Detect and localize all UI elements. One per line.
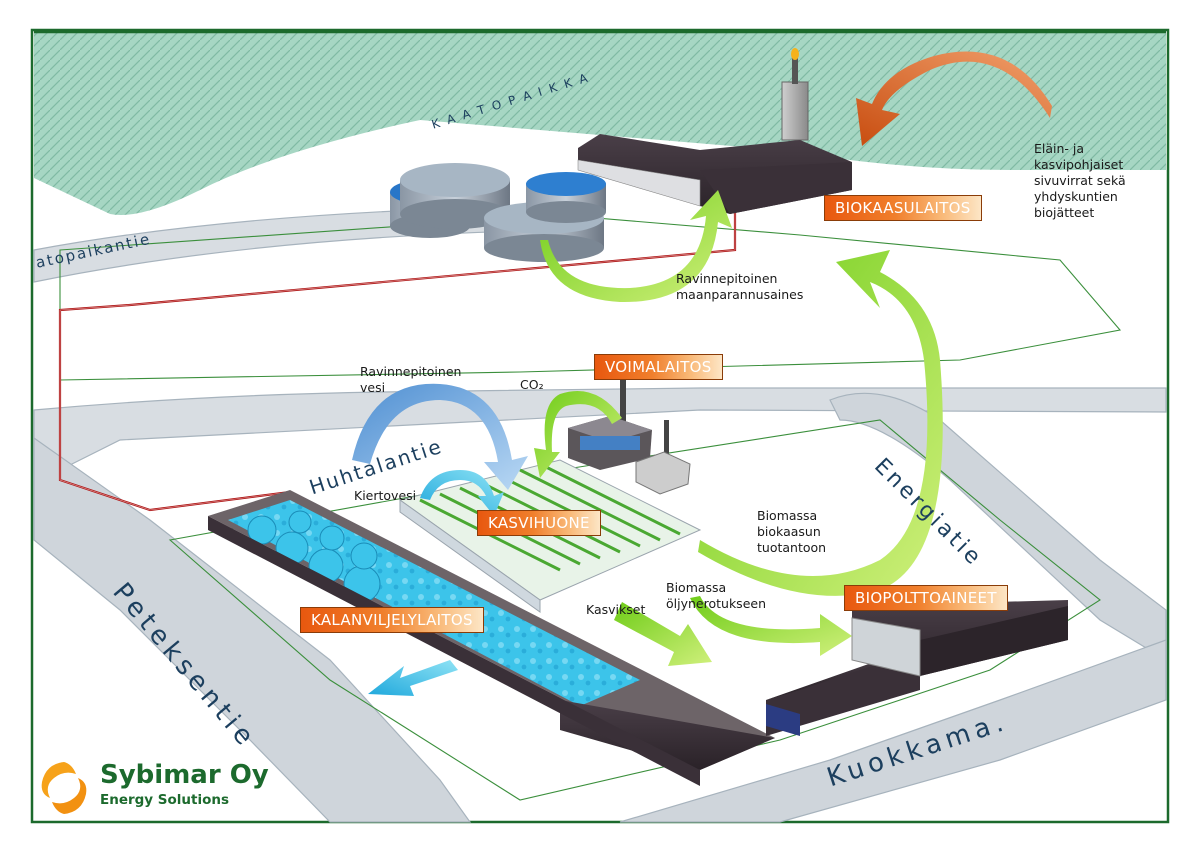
oil-biomass-arrow	[690, 596, 852, 656]
label-biokaasulaitos: BIOKAASULAITOS	[824, 195, 982, 221]
logo-swirl-icon	[41, 762, 87, 814]
biofuel-building	[766, 600, 1068, 736]
label-voimalaitos: VOIMALAITOS	[594, 354, 723, 380]
circulation-water-arrow	[420, 470, 504, 516]
logo-tagline: Energy Solutions	[100, 792, 230, 808]
nutrient-water-arrow	[352, 383, 528, 490]
note-vesi: Ravinnepitoinen vesi	[360, 364, 462, 395]
fish-output-arrow	[368, 660, 458, 696]
note-kasvikset: Kasvikset	[586, 602, 646, 617]
label-kasvihuone: KASVIHUONE	[477, 510, 601, 536]
road-network	[33, 205, 1167, 823]
note-oljy: Biomassa öljynerotukseen	[666, 580, 766, 611]
note-biokaasu: Biomassa biokaasun tuotantoon	[757, 508, 827, 555]
landfill-area	[34, 32, 1166, 215]
fish-farm-building	[208, 490, 775, 786]
label-biopolttoaineet: BIOPOLTTOAINEET	[844, 585, 1008, 611]
note-co2: CO₂	[520, 377, 544, 392]
note-maanparannus: Ravinnepitoinen maanparannusaines	[676, 271, 804, 302]
biogas-biomass-arrow	[698, 250, 943, 596]
company-logo: Sybimar Oy Energy Solutions	[34, 758, 314, 818]
waste-input-arrow	[856, 51, 1052, 146]
vegetables-arrow	[614, 602, 712, 666]
frame-border	[30, 28, 1170, 824]
note-kiertovesi: Kiertovesi	[354, 488, 417, 503]
logo-name: Sybimar Oy	[100, 760, 269, 790]
co2-arrow	[534, 391, 622, 478]
biogas-tanks	[390, 163, 606, 262]
power-plant	[568, 380, 691, 495]
biogas-plant-building	[577, 48, 852, 214]
fertilizer-arrow	[540, 190, 732, 303]
note-sivuvirrat: Eläin- ja kasvipohjaiset sivuvirrat sekä…	[1034, 141, 1126, 220]
label-kalanviljelylaitos: KALANVILJELYLAITOS	[300, 607, 484, 633]
